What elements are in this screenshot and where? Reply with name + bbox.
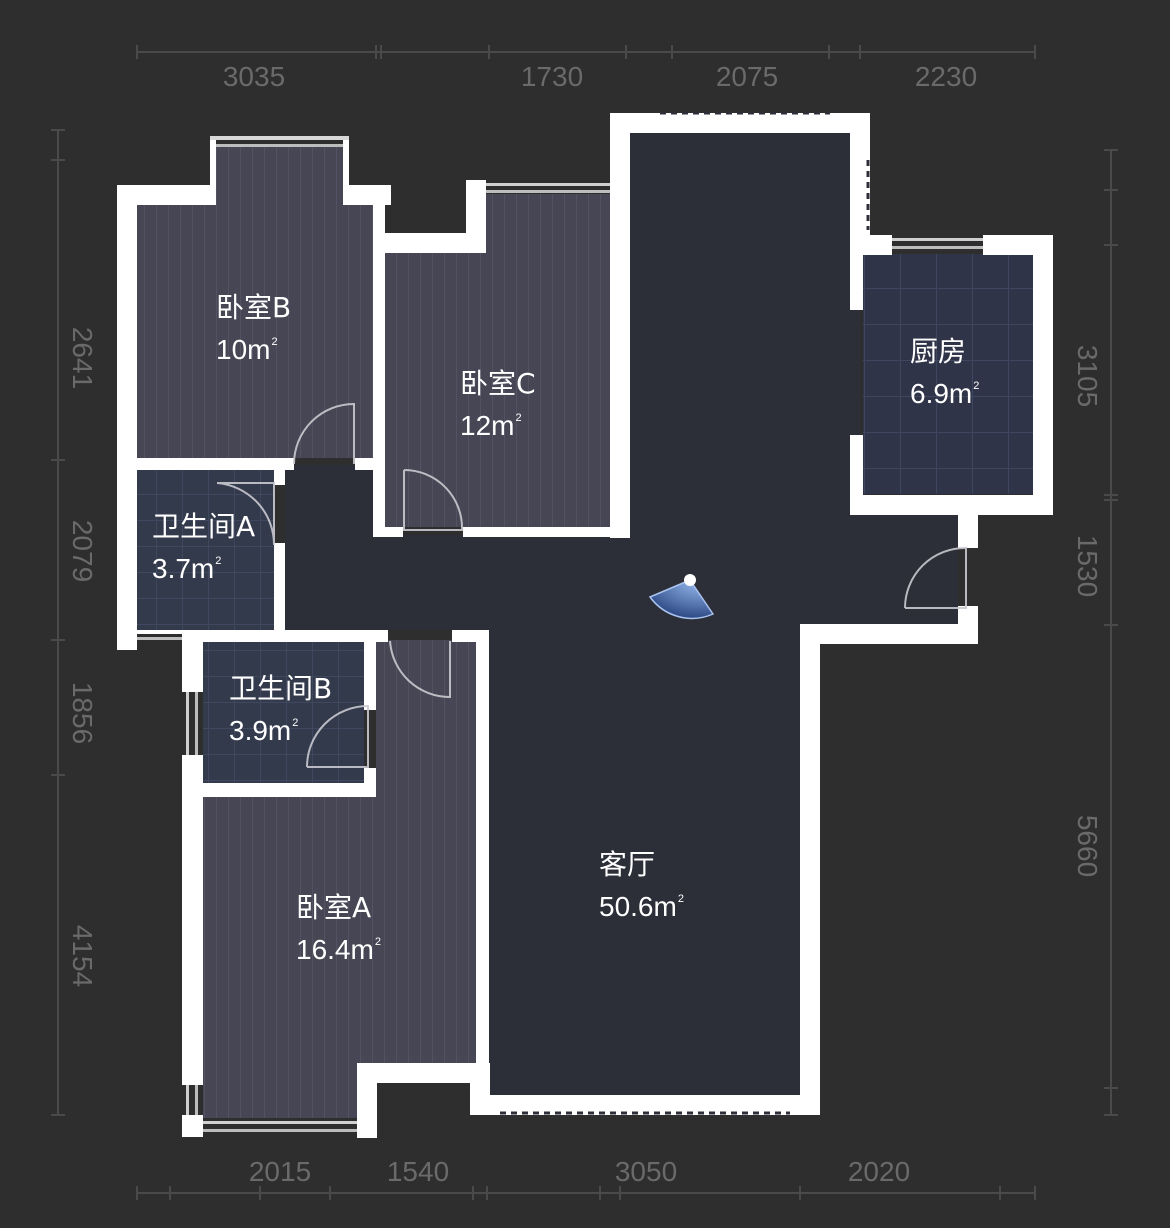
room-area: 3.7m2 [152,553,222,584]
dim-left-1: 2641 [67,326,98,390]
room-living-room[interactable]: 客厅 50.6m2 [599,851,684,921]
dim-bottom-2: 1540 [386,1156,450,1187]
room-name: 卧室C [460,367,536,400]
room-name: 卫生间A [152,510,256,543]
door-bedroom-b [293,402,355,465]
dim-right-1: 3105 [1072,344,1103,408]
room-area: 10m2 [216,334,278,365]
room-name: 卫生间B [229,672,333,705]
camera-viewpoint-icon[interactable] [648,574,715,620]
kitchen-floor [863,254,1033,494]
room-kitchen[interactable]: 厨房 6.9m2 [910,338,979,408]
room-bedroom-a[interactable]: 卧室A 16.4m2 [296,894,381,964]
bedroom-b-floor [137,147,373,458]
dim-left-2: 2079 [67,519,98,583]
dim-top-2: 1730 [520,61,584,92]
doors [216,402,967,768]
room-area: 16.4m2 [296,934,381,965]
dim-left-4: 4154 [67,924,98,988]
room-name: 卧室A [296,891,372,924]
room-bathroom-a[interactable]: 卫生间A 3.7m2 [152,513,255,583]
walls [117,113,1053,1138]
dimension-lines [51,45,1118,1200]
room-name: 厨房 [910,335,967,368]
bedroom-a-floor [203,640,476,1118]
room-area: 3.9m2 [229,715,299,746]
floors [137,133,1033,1118]
dim-bottom-3: 3050 [614,1156,678,1187]
bedroom-c-floor [385,194,617,527]
living-room-floor [285,133,958,1095]
door-bedroom-a [389,640,451,699]
dim-top-4: 2230 [914,61,978,92]
room-area: 12m2 [460,410,522,441]
dim-top-1: 3035 [222,61,286,92]
room-bedroom-c[interactable]: 卧室C 12m2 [460,370,536,440]
room-area: 50.6m2 [599,891,684,922]
door-bedroom-c [403,469,464,531]
room-name: 卧室B [216,291,292,324]
dim-right-3: 5660 [1072,814,1103,878]
dim-right-2: 1530 [1072,534,1103,598]
open-edges [500,111,870,1115]
dim-left-3: 1856 [67,681,98,745]
door-bathroom-b [306,704,369,768]
dim-top-3: 2075 [715,61,779,92]
dim-bottom-1: 2015 [248,1156,312,1187]
door-bathroom-a [216,482,276,546]
room-area: 6.9m2 [910,378,980,409]
door-entrance [904,546,967,609]
bathroom-b-floor [203,641,364,783]
room-bathroom-b[interactable]: 卫生间B 3.9m2 [229,675,332,745]
room-name: 客厅 [599,848,656,881]
room-bedroom-b[interactable]: 卧室B 10m2 [216,294,291,364]
dim-bottom-4: 2020 [847,1156,911,1187]
